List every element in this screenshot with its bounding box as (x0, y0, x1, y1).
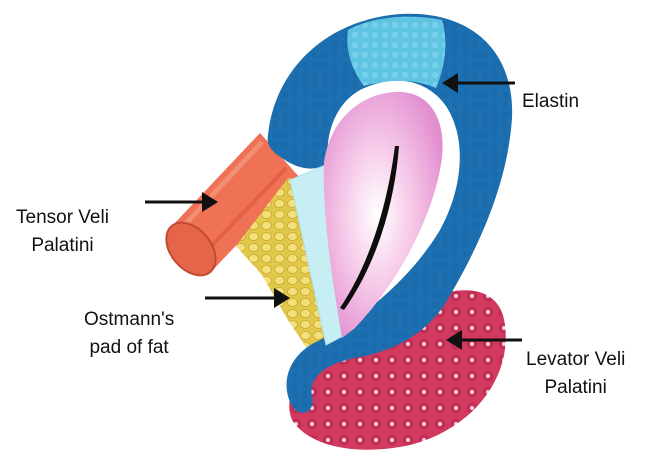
ostmann-label-line-2: pad of fat (84, 334, 174, 362)
elastin-label-line-1: Elastin (522, 88, 579, 116)
ostmann-pad-label: Ostmann's pad of fat (84, 306, 174, 362)
levator-veli-palatini-label: Levator Veli Palatini (526, 346, 625, 402)
levator-label-line-1: Levator Veli (526, 346, 625, 374)
ostmann-label-line-1: Ostmann's (84, 306, 174, 334)
levator-label-line-2: Palatini (526, 374, 625, 402)
tensor-label-line-2: Palatini (16, 232, 109, 260)
ostmann-arrow (205, 288, 290, 308)
elastin-region (347, 17, 445, 88)
elastin-label: Elastin (522, 88, 579, 116)
tensor-label-line-1: Tensor Veli (16, 204, 109, 232)
tensor-veli-palatini-label: Tensor Veli Palatini (16, 204, 109, 260)
